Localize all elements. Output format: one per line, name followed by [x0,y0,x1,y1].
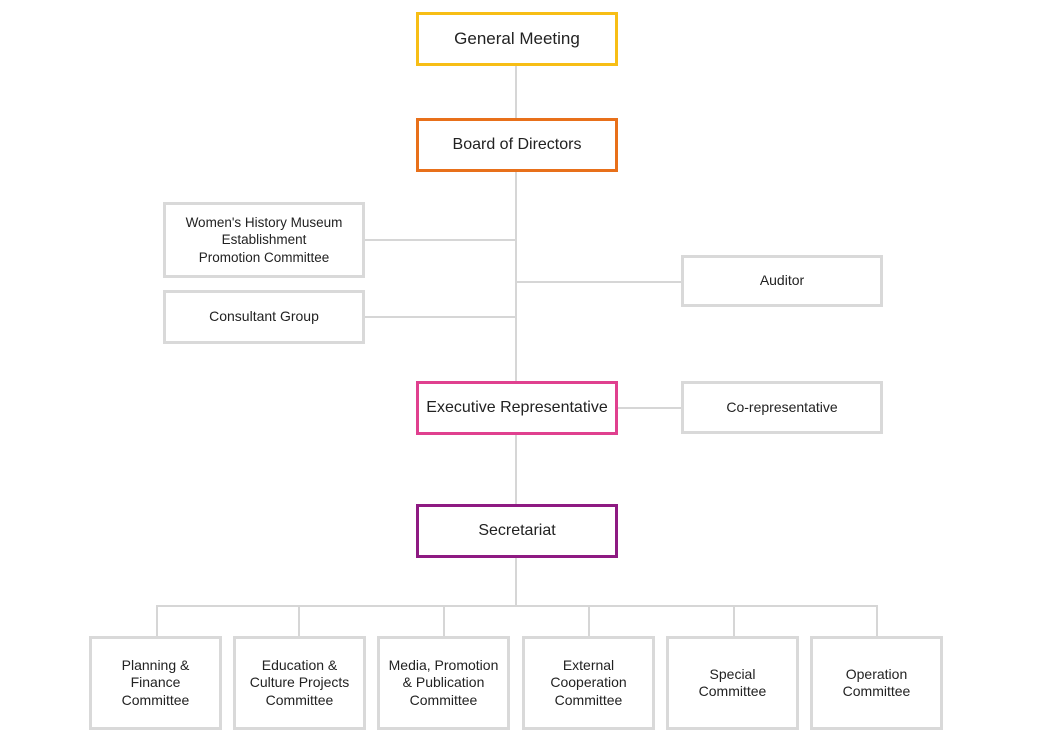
committee-label: Planning & Finance Committee [121,657,190,708]
general-meeting-label: General Meeting [454,28,580,48]
connector-trunk-lower [515,434,517,506]
committee-label: Media, Promotion & Publication Committee [388,657,499,708]
committee-box-education-culture: Education & Culture Projects Committee [233,636,366,730]
connector-committee-1 [156,605,158,638]
connector-committee-2 [298,605,300,638]
executive-representative-label: Executive Representative [426,399,608,417]
consultant-group-label: Consultant Group [209,308,319,325]
committee-label: External Cooperation Committee [550,657,627,708]
consultant-group-box: Consultant Group [163,290,365,344]
connector-co-representative [617,407,684,409]
committee-box-planning-finance: Planning & Finance Committee [89,636,222,730]
auditor-label: Auditor [759,272,805,289]
committee-box-operation: Operation Committee [810,636,943,730]
connector-committee-3 [443,605,445,638]
connector-trunk-bottom [515,557,517,606]
womens-history-committee-box: Women's History Museum Establishment Pro… [163,202,365,278]
committee-box-media-promotion: Media, Promotion & Publication Committee [377,636,510,730]
connector-committee-5 [733,605,735,638]
committee-label: Special Committee [698,665,767,699]
board-of-directors-box: Board of Directors [416,118,618,172]
committee-label: Education & Culture Projects Committee [249,657,350,708]
committee-box-special: Special Committee [666,636,799,730]
connector-womens-committee [364,239,516,241]
secretariat-box: Secretariat [416,504,618,558]
board-of-directors-label: Board of Directors [452,136,582,154]
secretariat-label: Secretariat [478,522,556,540]
womens-history-committee-label: Women's History Museum Establishment Pro… [185,214,343,265]
general-meeting-box: General Meeting [416,12,618,66]
connector-committee-6 [876,605,878,638]
connector-committees-bus [156,605,878,607]
committee-box-external-cooperation: External Cooperation Committee [522,636,655,730]
connector-trunk-upper [515,66,517,382]
connector-consultant-group [364,316,516,318]
connector-committee-4 [588,605,590,638]
connector-auditor [516,281,684,283]
auditor-box: Auditor [681,255,883,307]
committee-label: Operation Committee [842,665,911,699]
executive-representative-box: Executive Representative [416,381,618,435]
co-representative-box: Co-representative [681,381,883,434]
co-representative-label: Co-representative [726,398,838,415]
